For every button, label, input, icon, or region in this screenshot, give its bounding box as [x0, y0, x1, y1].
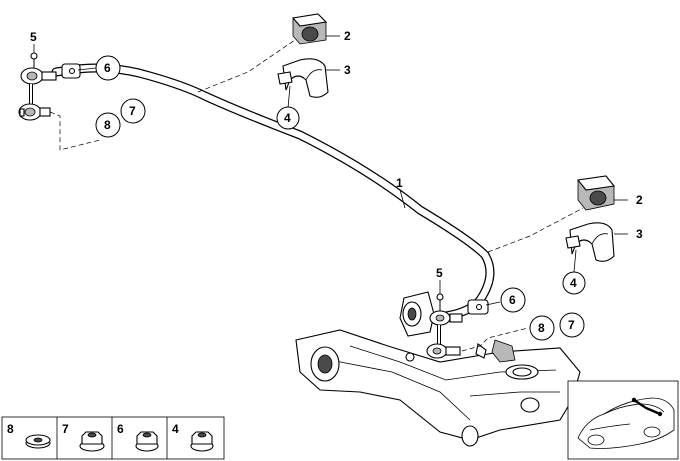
callout-link-left: 5 — [30, 30, 37, 44]
callout-bushing-upper: 2 — [344, 29, 351, 43]
callout-circle-4-lower: 4 — [562, 271, 586, 295]
callout-circle-8-left: 8 — [95, 112, 121, 138]
callout-bushing-lower: 2 — [636, 193, 643, 207]
hardware-legend: 8 7 6 4 — [1, 416, 225, 460]
callout-link-right: 5 — [436, 266, 443, 280]
callout-circle-7-right: 7 — [559, 312, 585, 338]
svg-text:2: 2 — [636, 193, 643, 207]
lower-bushing-and-bracket — [487, 175, 628, 273]
svg-text:7: 7 — [568, 318, 575, 332]
svg-text:2: 2 — [344, 29, 351, 43]
rear-subframe — [295, 329, 581, 447]
callout-bracket-upper: 3 — [344, 63, 351, 77]
svg-text:6: 6 — [117, 422, 124, 436]
svg-text:3: 3 — [636, 227, 643, 241]
svg-text:8: 8 — [538, 321, 545, 335]
callout-circle-6-right: 6 — [500, 287, 526, 313]
svg-text:5: 5 — [436, 266, 443, 280]
legend-item-washer: 8 — [7, 422, 51, 449]
left-stabilizer-link — [18, 52, 101, 151]
callout-circle-8-right: 8 — [529, 315, 555, 341]
legend-item-nut: 6 — [117, 422, 159, 452]
svg-text:8: 8 — [104, 118, 111, 132]
svg-text:8: 8 — [7, 422, 14, 436]
callout-bracket-lower: 3 — [636, 227, 643, 241]
svg-text:6: 6 — [104, 61, 111, 75]
callout-bar: 1 — [396, 176, 403, 190]
legend-item-nut-flanged: 7 — [62, 422, 105, 452]
svg-text:4: 4 — [284, 111, 291, 125]
vehicle-locator-thumbnail — [567, 380, 679, 460]
svg-text:1: 1 — [396, 176, 403, 190]
callout-circle-7-left: 7 — [120, 98, 146, 124]
callout-circle-4-upper: 4 — [276, 106, 300, 130]
svg-text:5: 5 — [30, 30, 37, 44]
svg-text:4: 4 — [172, 422, 179, 436]
svg-text:7: 7 — [62, 422, 69, 436]
upper-bushing-and-bracket — [197, 13, 340, 109]
svg-text:3: 3 — [344, 63, 351, 77]
svg-text:6: 6 — [509, 293, 516, 307]
stabilizer-bar — [51, 63, 495, 321]
svg-text:4: 4 — [570, 276, 577, 290]
leader-lines — [33, 44, 501, 306]
svg-text:7: 7 — [129, 104, 136, 118]
legend-item-self-locking-nut: 4 — [172, 422, 214, 452]
callout-circle-6-left: 6 — [95, 55, 121, 81]
right-stabilizer-link — [399, 291, 529, 359]
